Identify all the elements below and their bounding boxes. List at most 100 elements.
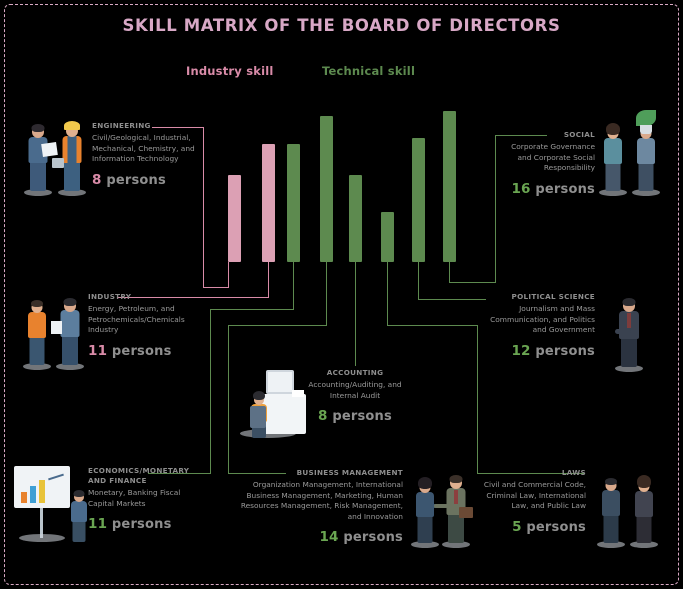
- figure-legs: [62, 335, 78, 365]
- skill-description-engineering: Civil/Geological, Industrial, Mechanical…: [92, 133, 195, 163]
- skill-count-unit-accounting: persons: [332, 409, 392, 424]
- figure-legs: [603, 514, 619, 543]
- clipboard-icon: [51, 321, 62, 334]
- toolbox-icon: [52, 158, 64, 168]
- figure-hair: [605, 478, 617, 485]
- board-stand: [40, 508, 43, 538]
- figure-head: [254, 395, 264, 405]
- figure-legs: [621, 337, 637, 367]
- figure-legs: [605, 162, 621, 191]
- skill-count-value-industry: 11: [88, 342, 108, 359]
- figure-head: [605, 480, 617, 491]
- chart-bar-1: [21, 492, 27, 503]
- connector-social-h2: [495, 135, 547, 136]
- skill-block-economics[interactable]: ECONOMICS/MONETARY AND FINANCE Monetary,…: [88, 466, 193, 532]
- figure-shadow: [24, 189, 52, 196]
- figure-torso: [602, 490, 620, 516]
- bar-economics: [287, 144, 300, 262]
- briefcase-icon: [459, 507, 473, 518]
- figure-legs: [417, 515, 433, 543]
- skill-description-accounting: Accounting/Auditing, and Internal Audit: [308, 380, 402, 400]
- figure-torso: [71, 501, 87, 522]
- connector-industry-v: [268, 262, 269, 297]
- figure-engineer: [22, 116, 58, 196]
- skill-count-value-business-management: 14: [319, 529, 339, 545]
- skill-description-business-management: Organization Management, International B…: [240, 480, 403, 521]
- figure-legs: [30, 161, 46, 191]
- connector-business-h: [228, 325, 327, 326]
- bar-accounting: [349, 175, 362, 262]
- connector-social-v: [449, 262, 450, 282]
- figure-politician: [612, 292, 646, 372]
- figure-shadow: [615, 365, 643, 372]
- skill-count-value-accounting: 8: [318, 408, 328, 424]
- skill-block-engineering[interactable]: ENGINEERING Civil/Geological, Industrial…: [92, 121, 207, 188]
- plant-pot-icon: [640, 125, 652, 134]
- illustration-economics: [14, 462, 92, 548]
- skill-block-accounting[interactable]: ACCOUNTING Accounting/Auditing, and Inte…: [305, 368, 405, 424]
- bar-political-science: [412, 138, 425, 262]
- figure-torso: [416, 492, 434, 517]
- bar-laws: [381, 212, 394, 262]
- figure-shadow: [411, 541, 439, 548]
- connector-economics-h: [210, 309, 294, 310]
- figure-shadow: [19, 534, 65, 542]
- skill-count-unit-laws: persons: [526, 519, 586, 535]
- connector-engineering-h: [203, 287, 229, 288]
- connector-business-h2: [228, 473, 286, 474]
- figure-arm: [615, 329, 631, 334]
- skill-count-value-economics: 11: [88, 516, 108, 532]
- connector-engineering-v2: [203, 127, 204, 288]
- connector-economics-h2: [148, 473, 211, 474]
- bar-engineering: [228, 175, 241, 262]
- skill-count-value-laws: 5: [512, 518, 522, 535]
- figure-shadow: [630, 541, 658, 548]
- figure-hair: [31, 300, 43, 307]
- connector-political-h: [418, 299, 486, 300]
- skill-block-industry[interactable]: INDUSTRY Energy, Petroleum, and Petroche…: [88, 292, 206, 359]
- figure-torso: [637, 138, 655, 164]
- connector-laws-h2: [477, 473, 585, 474]
- skill-count-value-social: 16: [511, 180, 531, 197]
- figure-torso: [60, 310, 80, 337]
- overall-strap: [67, 136, 77, 163]
- figure-torso: [28, 312, 46, 338]
- skill-count-engineering: 8 persons: [92, 172, 207, 188]
- figure-industry-manager: [51, 288, 86, 370]
- figure-shadow: [597, 541, 625, 548]
- skill-category-business-management: BUSINESS MANAGEMENT: [296, 468, 403, 477]
- figure-shadow: [599, 189, 627, 196]
- figure-social-man: [630, 110, 662, 196]
- connector-engineering-h2: [152, 127, 204, 128]
- skill-category-engineering: ENGINEERING: [92, 121, 151, 130]
- skill-description-economics: Monetary, Banking Fiscal Capital Markets: [88, 488, 181, 508]
- figure-construction-worker: [52, 112, 88, 196]
- skill-category-economics: ECONOMICS/MONETARY AND FINANCE: [88, 466, 190, 485]
- necktie-icon: [454, 490, 458, 504]
- figure-head: [74, 492, 84, 502]
- figure-hair: [622, 298, 636, 306]
- skill-count-business-management: 14 persons: [225, 529, 403, 545]
- skill-block-political-science[interactable]: POLITICAL SCIENCE Journalism and Mass Co…: [487, 292, 595, 359]
- figure-lawyer-female: [628, 468, 660, 548]
- figure-hair: [31, 124, 45, 132]
- necktie-icon: [627, 313, 631, 328]
- connector-political-v: [418, 262, 419, 299]
- connector-laws-v: [387, 262, 388, 325]
- figure-hair: [63, 298, 77, 306]
- illustration-business-management: [408, 466, 474, 548]
- skill-block-social[interactable]: SOCIAL Corporate Governance and Corporat…: [497, 130, 595, 197]
- skill-block-laws[interactable]: LAWS Civil and Commercial Code, Criminal…: [478, 468, 586, 535]
- bar-social: [320, 116, 333, 262]
- skill-block-business-management[interactable]: BUSINESS MANAGEMENT Organization Managem…: [225, 468, 403, 545]
- skill-count-value-political-science: 12: [511, 342, 531, 359]
- figure-hair: [418, 477, 432, 489]
- figure-social-woman: [598, 116, 628, 196]
- figure-shadow: [442, 541, 470, 548]
- chart-bar-2: [30, 486, 36, 503]
- document-stack-icon: [292, 390, 304, 397]
- figure-shadow: [58, 189, 86, 196]
